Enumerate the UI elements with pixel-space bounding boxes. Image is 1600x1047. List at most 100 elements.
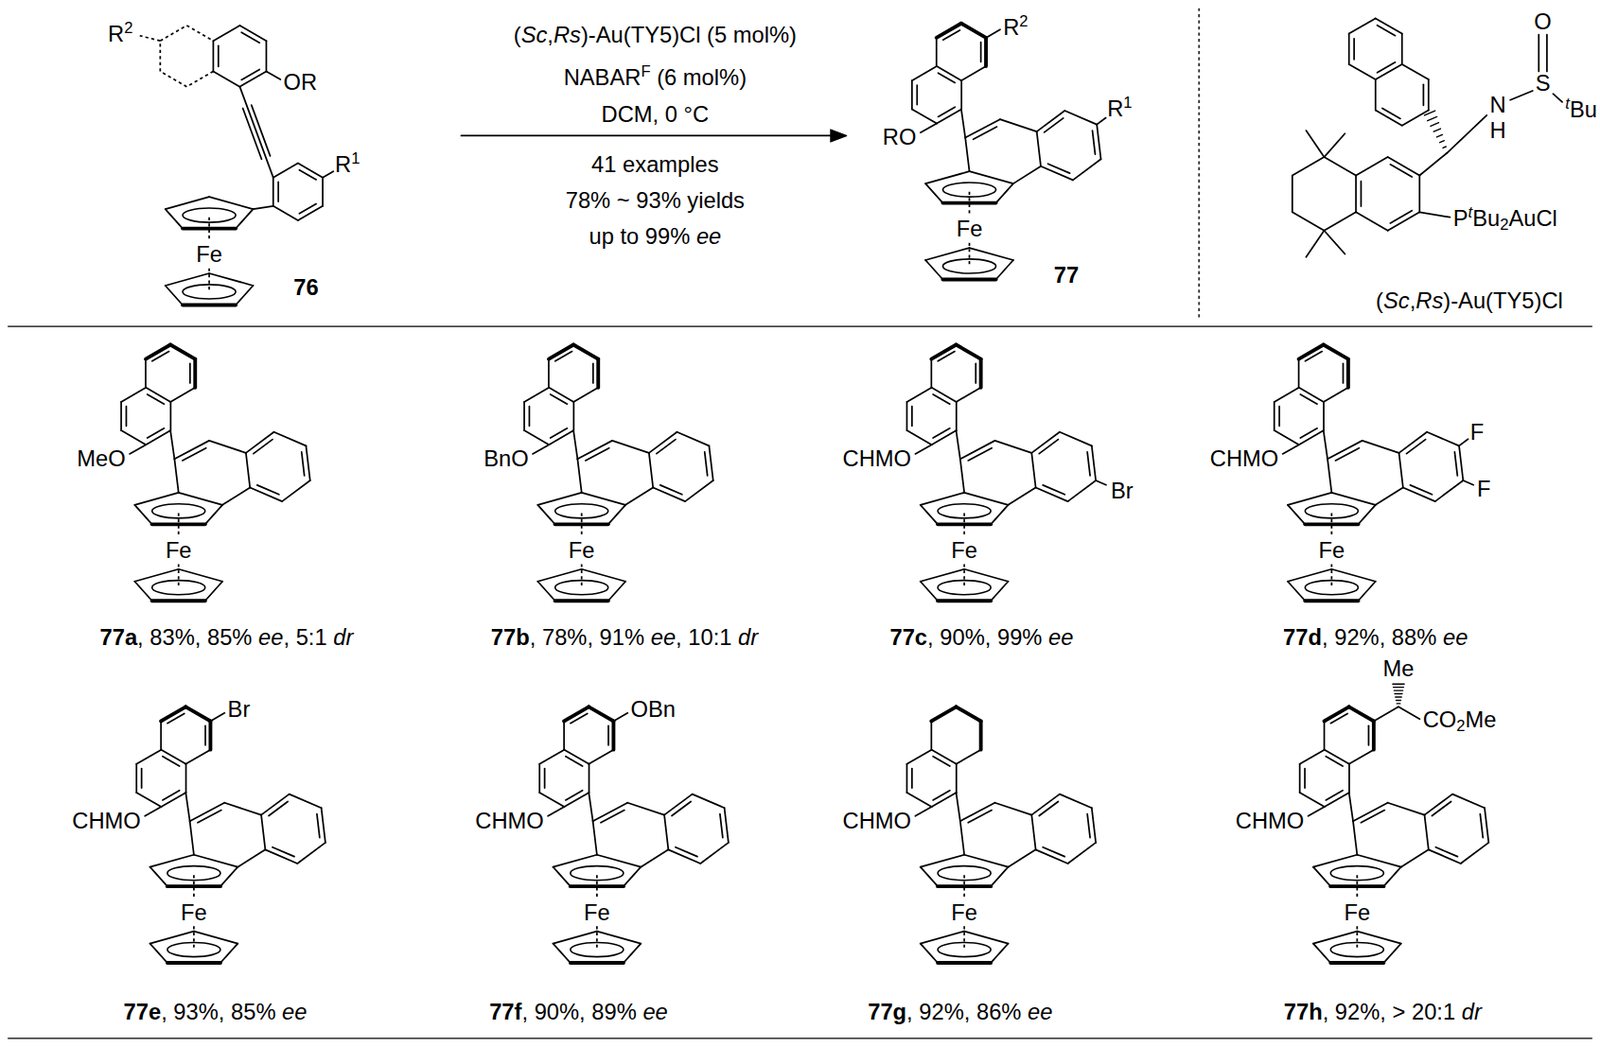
bond-line	[937, 351, 955, 362]
text-run: Fe	[956, 216, 984, 243]
text-run: F	[640, 62, 651, 80]
atom-label: Fe	[567, 539, 597, 563]
bond-line	[217, 45, 220, 67]
substituent-label: Br	[1110, 480, 1134, 504]
bond-line	[985, 29, 1001, 38]
bond-line	[1274, 430, 1300, 445]
bond-line	[159, 25, 187, 41]
bond-line	[1292, 211, 1325, 230]
bond-line	[967, 810, 992, 824]
coordination-line	[1355, 875, 1358, 900]
atom-label: Fe	[949, 539, 979, 563]
text-run: Br	[1110, 478, 1134, 505]
condition-text: up to 99% ee	[588, 225, 721, 248]
bond-line	[585, 448, 610, 461]
yield-caption: 77g, 92%, 86% ee	[867, 1002, 1053, 1025]
bond-line	[1383, 944, 1401, 964]
text-run: Fe	[950, 537, 978, 563]
bond-line	[577, 458, 581, 493]
bond-line	[570, 713, 588, 723]
bond-line	[1373, 706, 1399, 721]
bond-line	[1356, 931, 1401, 945]
text-run: AuCl	[1508, 205, 1557, 231]
bond-line	[1323, 345, 1349, 360]
bond-line	[1401, 849, 1429, 867]
bond-line	[272, 177, 275, 207]
coordination-line	[963, 512, 966, 538]
compound-number: 77	[1054, 263, 1079, 287]
text-run: ee	[281, 1000, 307, 1026]
bond-line	[178, 569, 223, 582]
bond-line	[930, 720, 932, 750]
bond-line	[1546, 35, 1548, 72]
bond-line	[209, 196, 253, 210]
bond-line	[205, 505, 223, 525]
yield-caption: 77f, 90%, 89% ee	[489, 1002, 669, 1025]
text-run: , 92%, 88%	[1321, 624, 1443, 651]
coordination-line	[968, 243, 971, 265]
bond-line	[174, 458, 178, 493]
bond-line	[538, 764, 541, 793]
bond-line	[537, 492, 581, 506]
bond-line	[289, 794, 322, 809]
substituent-label: OR	[283, 70, 318, 94]
bond-line	[1427, 79, 1430, 110]
bond-line	[1454, 452, 1458, 476]
bond-line	[159, 70, 187, 87]
bond-line	[1399, 432, 1428, 454]
text-run: Rs	[553, 22, 581, 49]
bond-line	[298, 204, 317, 214]
text-run: , 90%, 99%	[927, 624, 1049, 651]
substituent-label: BnO	[483, 447, 528, 471]
text-run: Fe	[1343, 899, 1371, 926]
text-run: CHMO	[474, 808, 544, 834]
text-run: , 90%, 89%	[521, 1000, 643, 1026]
bond-line	[1510, 90, 1533, 101]
bond-line	[547, 359, 550, 388]
bond-line	[1330, 713, 1348, 723]
bond-line	[965, 138, 969, 173]
bond-line	[165, 209, 183, 229]
bond-line	[1068, 843, 1097, 864]
bond-line	[964, 492, 1008, 506]
bond-line	[1287, 492, 1332, 506]
bond-line	[167, 713, 185, 723]
text-run: dr	[1461, 1000, 1482, 1026]
bond-line	[1274, 387, 1300, 403]
text-run: 76	[293, 274, 318, 300]
bond-line	[955, 402, 958, 431]
condition-text: 41 examples	[591, 154, 720, 177]
atom-label: tBu	[1564, 95, 1598, 122]
bond-line	[640, 849, 669, 867]
substituent-label: OBn	[631, 699, 676, 722]
bond-line	[573, 387, 598, 403]
bond-line	[964, 569, 1008, 582]
bond-line	[524, 387, 549, 403]
bond-line	[1389, 210, 1412, 224]
text-run: S	[1535, 70, 1551, 96]
bond-line	[1348, 764, 1351, 793]
bond-line	[588, 764, 591, 793]
bond-line	[1299, 764, 1302, 793]
bond-line	[708, 445, 713, 481]
text-run: 78% ~ 93% yields	[565, 187, 745, 213]
bond-line	[611, 720, 616, 750]
coordination-line	[963, 875, 966, 900]
aromatic-circle	[182, 284, 236, 299]
bond-line	[539, 750, 564, 765]
bond-line	[1037, 110, 1066, 132]
bond-line	[550, 394, 568, 405]
bond-line	[627, 803, 665, 816]
hashed-bond	[1430, 123, 1440, 127]
bond-line	[912, 66, 937, 81]
bond-line	[906, 430, 932, 445]
bond-line	[920, 569, 965, 582]
bond-line	[990, 505, 1008, 525]
bond-line	[547, 807, 564, 817]
text-run: ee	[696, 223, 721, 249]
hashed-bond	[1394, 693, 1403, 695]
bond-line	[932, 394, 950, 405]
bond-line	[623, 944, 641, 964]
aromatic-circle	[1330, 942, 1384, 957]
bond-line	[265, 70, 281, 80]
